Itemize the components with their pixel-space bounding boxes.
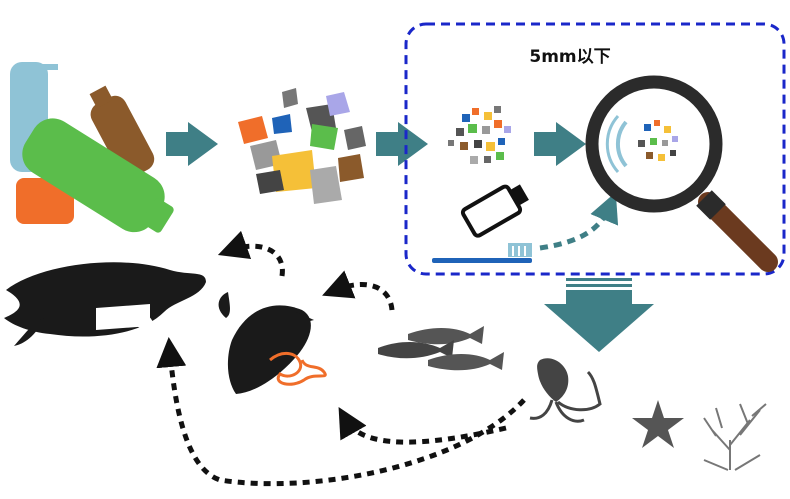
starfish-icon — [632, 400, 684, 448]
toothpaste-tube-icon — [460, 184, 529, 238]
squid-icon — [529, 358, 602, 423]
microplastics-icon — [448, 106, 511, 164]
microplastic-frame — [404, 22, 786, 276]
seal-icon — [4, 262, 206, 346]
size-label: 5mm以下 — [529, 47, 610, 67]
magnifying-glass-icon — [585, 75, 778, 272]
fragments-icon — [238, 88, 366, 204]
process-arrow-2 — [376, 122, 428, 166]
fish-icon — [378, 326, 504, 371]
process-arrow-1 — [166, 122, 218, 166]
penguin-icon — [218, 292, 327, 394]
coral-icon — [703, 403, 767, 471]
process-arrow-3 — [534, 122, 586, 166]
food-chain-arrows — [156, 230, 526, 487]
descend-arrow — [544, 278, 654, 352]
plastic-bottles-icon — [10, 62, 174, 233]
microbead-arrow — [539, 192, 619, 251]
toothbrush-icon — [432, 243, 532, 263]
